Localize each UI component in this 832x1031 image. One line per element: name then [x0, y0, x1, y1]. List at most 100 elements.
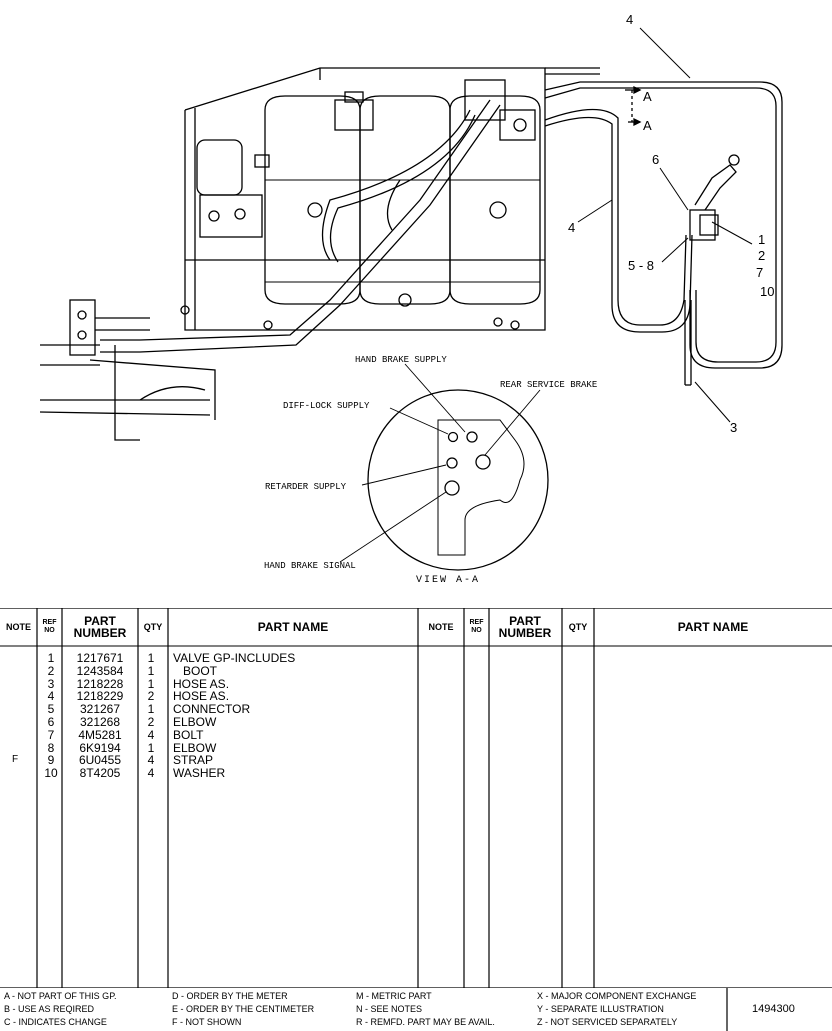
parts-table-grid	[0, 608, 832, 988]
table-row-ref: 3	[47, 676, 55, 691]
callout-5-8: 5 - 8	[628, 258, 654, 273]
note-f: F	[12, 754, 19, 765]
table-row-qty: 1	[147, 676, 155, 691]
header-part-number-right: PART NUMBER	[498, 614, 552, 640]
legend-item: E - ORDER BY THE CENTIMETER	[172, 1004, 315, 1014]
callout-4-top: 4	[626, 12, 633, 27]
table-row-name: HOSE AS.	[173, 689, 230, 704]
table-row-ref: 9	[47, 753, 55, 768]
table-row-part: 1217671	[76, 651, 124, 665]
table-row-part: 321268	[79, 714, 121, 729]
col-part-number: 1217671 1243584 1218228 1218229 321267 3…	[66, 652, 134, 780]
table-row-qty: 2	[147, 689, 155, 704]
view-a-a	[339, 363, 549, 571]
table-row-qty: 1	[147, 663, 155, 678]
header-qty-right: QTY	[568, 622, 588, 632]
table-row-part: 6U0455	[78, 753, 122, 768]
legend-item: C - INDICATES CHANGE	[4, 1017, 107, 1027]
callout-6: 6	[652, 152, 659, 167]
exploded-view-drawing: 4 4 6 1 2 7 10 5 - 8 3 A A HAND BRAKE SU…	[39, 12, 783, 586]
hand-brake-valve	[689, 154, 740, 241]
legend-col-1: A - NOT PART OF THIS GP. B - USE AS REQI…	[4, 990, 117, 1029]
table-row-part: 4M5281	[78, 727, 122, 742]
label-diff-lock-supply: DIFF-LOCK SUPPLY	[283, 401, 370, 411]
valve-cluster	[334, 79, 536, 141]
label-retarder-supply: RETARDER SUPPLY	[265, 482, 347, 492]
header-part-number: PART NUMBER	[73, 614, 127, 640]
hose-4-loop	[544, 81, 783, 369]
section-arrows	[625, 85, 642, 127]
table-row-name: CONNECTOR	[173, 702, 251, 717]
header-note-right: NOTE	[428, 622, 454, 632]
callout-10: 10	[760, 284, 774, 299]
callout-a-upper: A	[643, 89, 652, 104]
table-row-part: 8T4205	[79, 766, 121, 781]
header-ref-no: REF NO	[42, 619, 57, 634]
legend-item: Z - NOT SERVICED SEPARATELY	[537, 1017, 678, 1027]
legend-item: F - NOT SHOWN	[172, 1017, 242, 1027]
callout-3: 3	[730, 420, 737, 435]
header-part-name: PART NAME	[257, 620, 329, 634]
leader-lines	[577, 27, 753, 423]
table-row-ref: 10	[44, 766, 58, 781]
table-row-ref: 5	[47, 702, 55, 717]
callout-2: 2	[758, 248, 765, 263]
air-tanks	[264, 95, 541, 307]
legend-item: B - USE AS REQIRED	[4, 1004, 95, 1014]
header-note: NOTE	[5, 622, 31, 632]
header-part-name-right: PART NAME	[677, 620, 749, 634]
legend-grid	[726, 988, 728, 1031]
legend-col-2: D - ORDER BY THE METER E - ORDER BY THE …	[172, 990, 314, 1029]
legend-item: X - MAJOR COMPONENT EXCHANGE	[537, 991, 697, 1001]
table-row-qty: 1	[147, 740, 155, 755]
table-row-name: STRAP	[173, 753, 214, 768]
header-qty: QTY	[143, 622, 163, 632]
machine-frame	[39, 299, 216, 441]
air-dryer	[196, 139, 270, 238]
legend-item: A - NOT PART OF THIS GP.	[4, 991, 117, 1001]
table-row-name: HOSE AS.	[173, 676, 230, 691]
callout-4-mid: 4	[568, 220, 575, 235]
table-row-ref: 6	[47, 714, 55, 729]
table-row-name: VALVE GP-INCLUDES	[173, 651, 296, 665]
callout-1: 1	[758, 232, 765, 247]
table-row-ref: 8	[47, 740, 55, 755]
table-row-part: 6K9194	[79, 740, 121, 755]
table-row-ref: 1	[47, 651, 55, 665]
mounting-bolts	[180, 305, 520, 330]
table-row-qty: 2	[147, 714, 155, 729]
label-hand-brake-signal: HAND BRAKE SIGNAL	[264, 561, 356, 571]
table-row-name: ELBOW	[173, 714, 217, 729]
view-title: VIEW A-A	[416, 575, 480, 586]
hose-routing	[100, 99, 501, 353]
legend-item: M - METRIC PART	[356, 991, 432, 1001]
label-hand-brake-supply: HAND BRAKE SUPPLY	[355, 355, 447, 365]
table-row-qty: 4	[147, 727, 155, 742]
legend-item: R - REMFD. PART MAY BE AVAIL.	[356, 1017, 495, 1027]
table-row-part: 1243584	[76, 663, 124, 678]
document-number: 1494300	[752, 1003, 795, 1015]
col-ref: 1 2 3 4 5 6 7 8 9 10	[40, 652, 62, 780]
table-row-qty: 4	[147, 753, 155, 768]
header-ref-no-right: REF NO	[469, 619, 484, 634]
callout-7: 7	[756, 265, 763, 280]
col-qty: 1 1 1 2 1 2 4 1 4 4	[142, 652, 160, 780]
table-row-name: BOOT	[173, 663, 218, 678]
legend-col-3: M - METRIC PART N - SEE NOTES R - REMFD.…	[356, 990, 495, 1029]
table-row-part: 1218228	[76, 676, 124, 691]
label-rear-service-brake: REAR SERVICE BRAKE	[500, 380, 597, 390]
table-row-qty: 1	[147, 702, 155, 717]
table-row-qty: 4	[147, 766, 155, 781]
tube-3	[684, 300, 692, 386]
callout-a-lower: A	[643, 118, 652, 133]
col-part-name: VALVE GP-INCLUDES BOOT HOSE AS. HOSE AS.…	[173, 652, 413, 780]
legend-item: Y - SEPARATE ILLUSTRATION	[537, 1004, 664, 1014]
legend-item: N - SEE NOTES	[356, 1004, 423, 1014]
table-row-qty: 1	[147, 651, 155, 665]
table-row-part: 1218229	[76, 689, 124, 704]
table-row-name: ELBOW	[173, 740, 217, 755]
table-row-part: 321267	[79, 702, 121, 717]
tank-enclosure	[184, 67, 600, 331]
legend-col-4: X - MAJOR COMPONENT EXCHANGE Y - SEPARAT…	[537, 990, 696, 1029]
table-row-ref: 4	[47, 689, 55, 704]
